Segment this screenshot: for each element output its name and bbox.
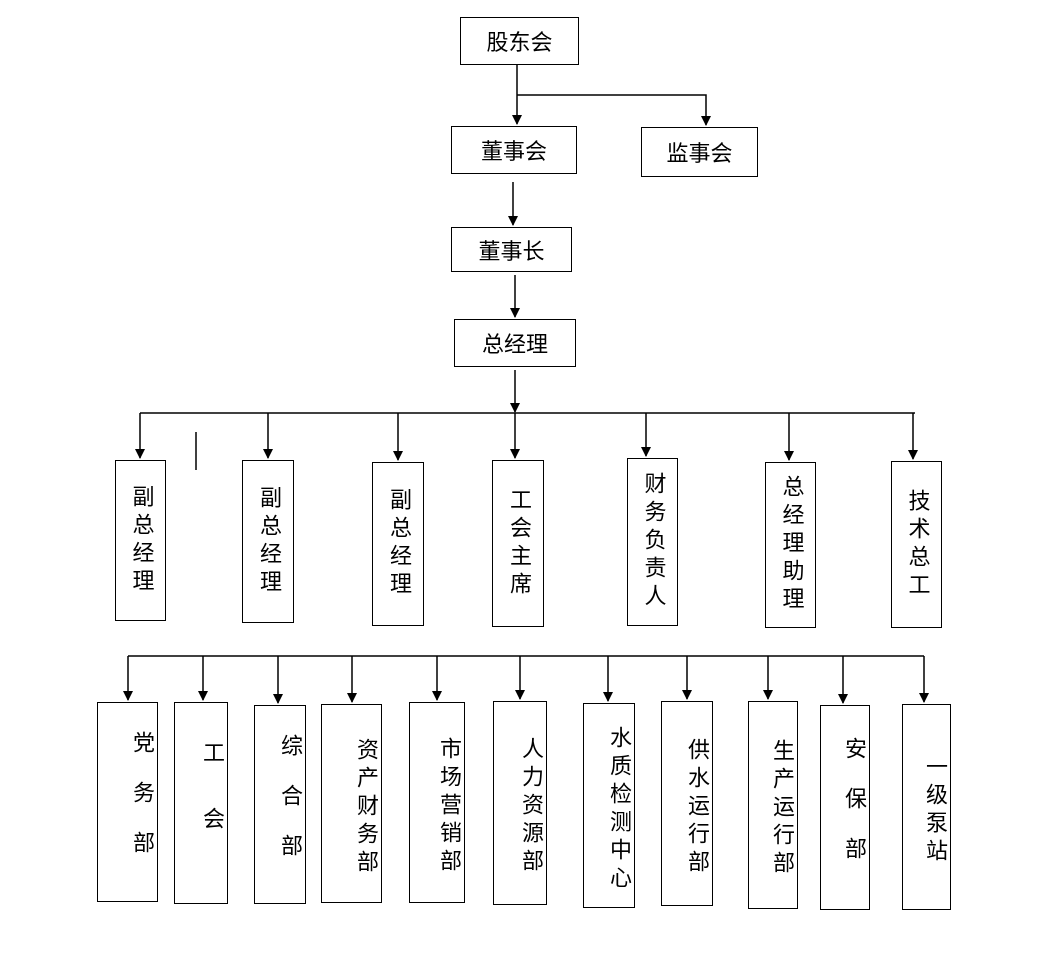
dept-box-3: 综合部 bbox=[254, 705, 306, 904]
supervisors-box: 监事会 bbox=[641, 127, 758, 177]
dept-box-5: 市场营销部 bbox=[409, 702, 465, 903]
shareholders-box: 股东会 bbox=[460, 17, 579, 65]
exec-box-3: 副总经理 bbox=[372, 462, 424, 626]
board-box: 董事会 bbox=[451, 126, 577, 174]
dept-box-6: 人力资源部 bbox=[493, 701, 547, 905]
dept-box-9: 生产运行部 bbox=[748, 701, 798, 909]
arrow-to-supervisors bbox=[517, 94, 711, 126]
chairman-box: 董事长 bbox=[451, 227, 572, 272]
exec-box-2: 副总经理 bbox=[242, 460, 294, 623]
exec-box-4: 工会主席 bbox=[492, 460, 544, 627]
dept-box-8: 供水运行部 bbox=[661, 701, 713, 906]
exec-box-5: 财务负责人 bbox=[627, 458, 678, 626]
general-manager-box: 总经理 bbox=[454, 319, 576, 367]
dept-box-1: 党务部 bbox=[97, 702, 158, 902]
dept-box-10: 安保部 bbox=[820, 705, 870, 910]
dept-box-11: 一级泵站 bbox=[902, 704, 951, 910]
exec-box-6: 总经理助理 bbox=[765, 462, 816, 628]
dept-box-4: 资产财务部 bbox=[321, 704, 382, 903]
exec-box-1: 副总经理 bbox=[115, 460, 166, 621]
exec-box-7: 技术总工 bbox=[891, 461, 942, 628]
dept-box-7: 水质检测中心 bbox=[583, 703, 635, 908]
dept-box-2: 工会 bbox=[174, 702, 228, 904]
